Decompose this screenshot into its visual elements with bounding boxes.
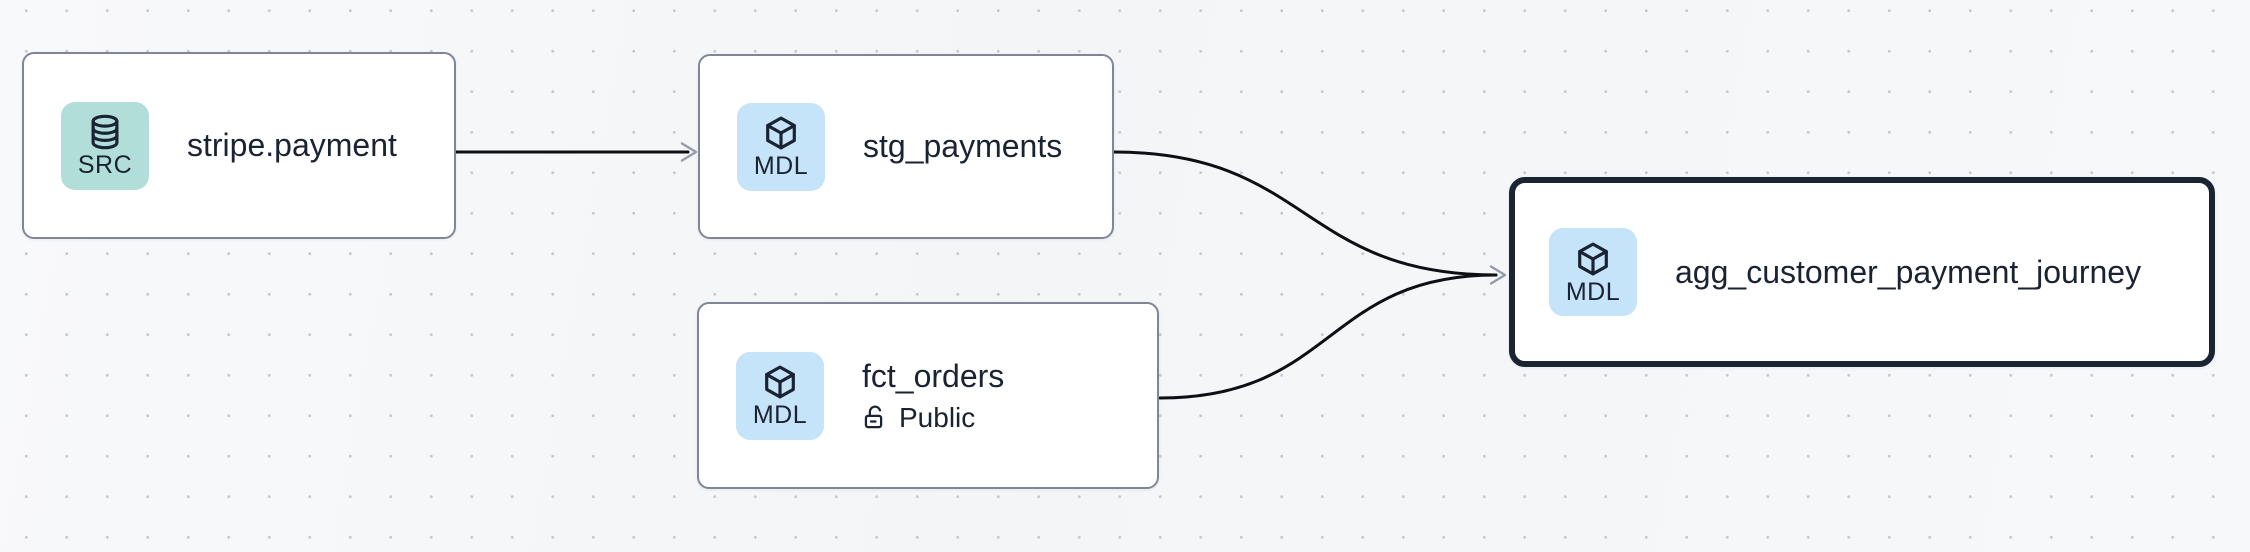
- access-label: Public: [899, 401, 976, 433]
- cube-icon: [1578, 242, 1608, 275]
- badge-label: MDL: [753, 152, 809, 180]
- arrowhead-icon: [1489, 265, 1507, 285]
- unlocked-padlock-icon: [864, 405, 883, 429]
- node-title: agg_customer_payment_journey: [1675, 253, 2142, 290]
- access-row: Public: [862, 401, 1004, 434]
- node-stg-payments[interactable]: MDL stg_payments: [698, 54, 1114, 239]
- cube-icon: [766, 116, 796, 150]
- node-type-badge-mdl: MDL: [736, 351, 824, 440]
- badge-label: MDL: [1565, 277, 1621, 306]
- node-stripe-payment[interactable]: SRC stripe.payment: [22, 52, 456, 239]
- edge-stg-payments-to-agg-customer-payment-journey[interactable]: [1112, 150, 1498, 277]
- arrowhead-icon: [680, 142, 698, 162]
- node-title: stg_payments: [863, 128, 1063, 165]
- node-type-badge-src: SRC: [61, 101, 149, 190]
- cube-icon: [765, 365, 795, 399]
- node-fct-orders[interactable]: MDL fct_orders Public: [697, 302, 1159, 489]
- node-type-badge-mdl: MDL: [1549, 228, 1637, 316]
- badge-label: MDL: [752, 401, 808, 429]
- node-title: stripe.payment: [187, 127, 397, 164]
- node-agg-customer-payment-journey[interactable]: MDL agg_customer_payment_journey: [1509, 177, 2215, 367]
- badge-label: SRC: [77, 151, 133, 179]
- edge-fct-orders-to-agg-customer-payment-journey[interactable]: [1158, 273, 1498, 400]
- node-type-badge-mdl: MDL: [737, 102, 825, 191]
- node-title: fct_orders: [862, 357, 1005, 394]
- database-icon: [91, 114, 119, 150]
